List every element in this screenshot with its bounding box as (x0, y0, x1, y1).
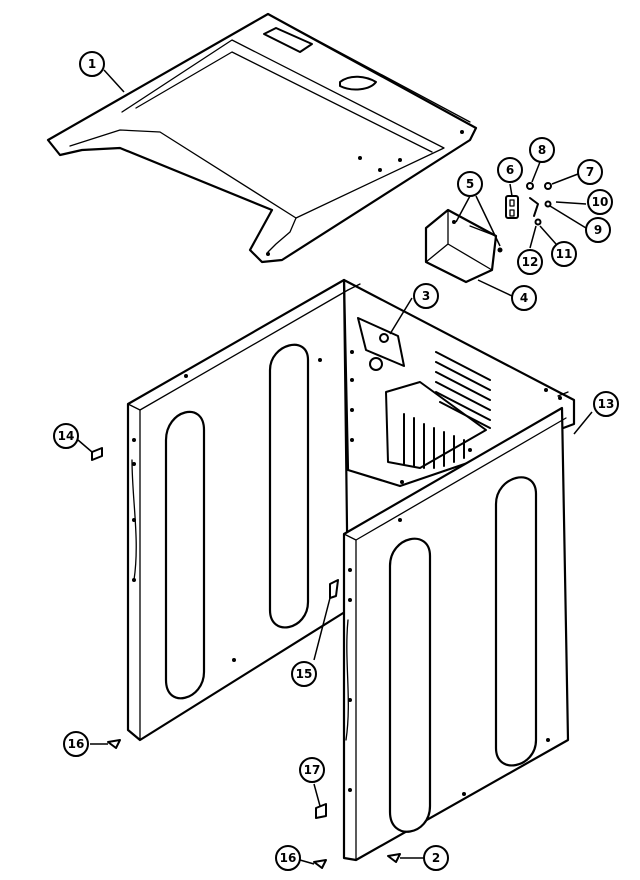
svg-text:10: 10 (592, 195, 609, 209)
svg-text:5: 5 (466, 177, 474, 191)
top-cover (46, 12, 478, 264)
callout-10: 10 (587, 189, 613, 215)
callout-13: 13 (593, 391, 619, 417)
svg-text:1: 1 (88, 57, 96, 71)
svg-text:17: 17 (304, 763, 321, 777)
svg-text:16: 16 (280, 851, 297, 865)
callout-17: 17 (299, 757, 325, 783)
svg-text:6: 6 (506, 163, 514, 177)
callout-16a: 16 (63, 731, 89, 757)
svg-text:4: 4 (520, 291, 528, 305)
callout-4: 4 (511, 285, 537, 311)
svg-text:16: 16 (68, 737, 85, 751)
leader-lines (77, 69, 593, 865)
callout-6: 6 (497, 157, 523, 183)
svg-text:8: 8 (538, 143, 546, 157)
control-bracket (424, 208, 503, 284)
switch-hardware (505, 182, 552, 226)
callout-2: 2 (423, 845, 449, 871)
callout-3: 3 (413, 283, 439, 309)
svg-text:13: 13 (598, 397, 615, 411)
svg-text:14: 14 (58, 429, 75, 443)
callout-9: 9 (585, 217, 611, 243)
left-side-panel (126, 278, 350, 742)
svg-text:12: 12 (522, 255, 539, 269)
svg-text:3: 3 (422, 289, 430, 303)
callout-7: 7 (577, 159, 603, 185)
callout-16b: 16 (275, 845, 301, 871)
svg-text:7: 7 (586, 165, 594, 179)
svg-text:15: 15 (296, 667, 313, 681)
hardware-clips (91, 447, 401, 869)
svg-text:2: 2 (432, 851, 440, 865)
callout-12: 12 (517, 249, 543, 275)
svg-text:11: 11 (556, 247, 573, 261)
svg-text:9: 9 (594, 223, 602, 237)
callout-15: 15 (291, 661, 317, 687)
callout-5: 5 (457, 171, 483, 197)
callout-8: 8 (529, 137, 555, 163)
callout-14: 14 (53, 423, 79, 449)
right-side-panel (342, 406, 570, 862)
callout-1: 1 (79, 51, 105, 77)
callout-11: 11 (551, 241, 577, 267)
